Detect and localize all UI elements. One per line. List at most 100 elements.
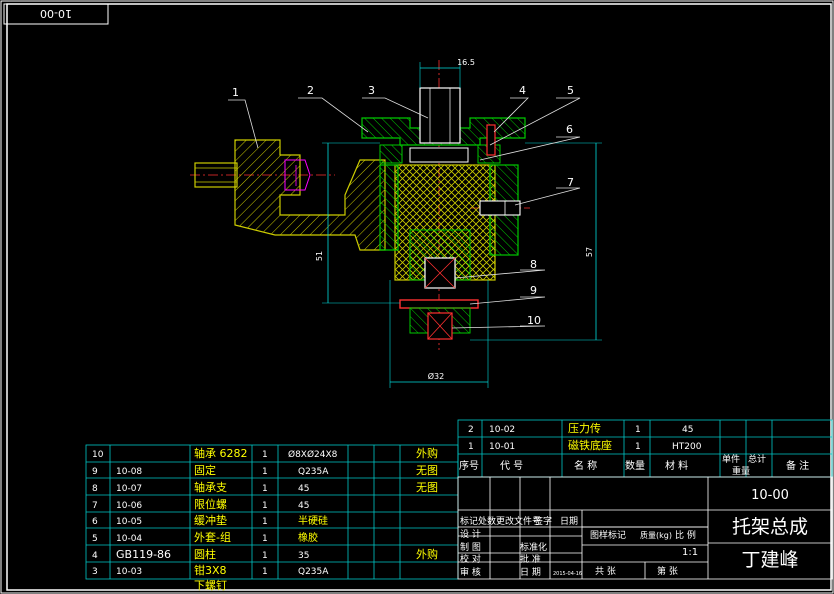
balloon-2: 2 xyxy=(307,84,314,97)
tb-approve: 批 准 xyxy=(520,553,541,565)
pt-row0-no: 2 xyxy=(468,425,474,435)
dim-left-height: 51 xyxy=(315,251,324,261)
pl-4-code: 10-05 xyxy=(116,517,142,527)
pl-0-name: 轴承 6282 xyxy=(194,446,248,460)
pl-2-code: 10-07 xyxy=(116,484,142,494)
tb-std: 标准化 xyxy=(520,541,547,553)
pl-3-qty: 1 xyxy=(262,501,268,511)
pl-3-name: 限位螺 xyxy=(194,497,227,511)
pl-2-name: 轴承支 xyxy=(194,480,227,494)
tb-designer: 丁建峰 xyxy=(741,549,798,571)
pl-2-mat: 45 xyxy=(298,484,309,494)
pl-4-no: 6 xyxy=(92,517,98,527)
tb-date-col: 日期 xyxy=(560,516,578,527)
number-tab: 10-00 xyxy=(40,7,72,20)
hdr-qty: 数量 xyxy=(625,459,645,472)
pl-7-no: 3 xyxy=(92,567,98,577)
pl-3-no: 7 xyxy=(92,501,98,511)
dim-top-width: 16.5 xyxy=(457,58,475,67)
tb-small-date: 2015-04-16 xyxy=(553,571,582,577)
title-block-grid xyxy=(457,476,833,580)
pl-4-mat: 半硬硅 xyxy=(298,514,328,527)
pl-2-qty: 1 xyxy=(262,484,268,494)
tb-draw: 制 图 xyxy=(460,541,481,553)
tb-design: 设 计 xyxy=(460,528,481,540)
pl-6-no: 4 xyxy=(92,551,98,561)
pl-0-note: 外购 xyxy=(416,446,438,460)
dimension-lines xyxy=(322,62,602,388)
pt-row0-mat: 45 xyxy=(682,425,693,435)
hdr-total: 总计 xyxy=(748,453,766,465)
balloon-9: 9 xyxy=(530,284,537,297)
pl-5-no: 5 xyxy=(92,534,98,544)
pt-row0-qty: 1 xyxy=(635,425,641,435)
pl-3-code: 10-06 xyxy=(116,501,142,511)
pl-0-no: 10 xyxy=(92,450,104,460)
pl-4-qty: 1 xyxy=(262,517,268,527)
parts-list-left xyxy=(85,444,459,580)
pl-7-qty: 1 xyxy=(262,567,268,577)
pt-row1-qty: 1 xyxy=(635,442,641,452)
pl-5-qty: 1 xyxy=(262,534,268,544)
balloon-4: 4 xyxy=(519,84,526,97)
pt-row1-mat: HT200 xyxy=(672,442,702,452)
pt-row0-code: 10-02 xyxy=(489,425,515,435)
pl-1-no: 9 xyxy=(92,467,98,477)
pl-1-qty: 1 xyxy=(262,467,268,477)
balloon-8: 8 xyxy=(530,258,537,271)
hdr-name: 名 称 xyxy=(574,459,597,472)
hdr-weight: 重量 xyxy=(732,465,750,477)
tb-total-sheets: 共 张 xyxy=(595,566,616,577)
overflow-label: 下螺钉 xyxy=(194,579,227,592)
balloon-5: 5 xyxy=(567,84,574,97)
pt-row1-code: 10-01 xyxy=(489,442,515,452)
number-tab-box xyxy=(3,3,109,25)
dim-bottom-dia: Ø32 xyxy=(428,371,444,381)
pl-5-mat: 橡胶 xyxy=(298,531,318,544)
pl-2-note: 无图 xyxy=(416,481,438,494)
balloon-7: 7 xyxy=(567,176,574,189)
tb-review: 审 核 xyxy=(460,566,481,578)
tb-title: 托架总成 xyxy=(732,516,808,538)
pl-5-code: 10-04 xyxy=(116,534,142,544)
pl-7-name: 钳3X8 xyxy=(194,564,227,577)
drawing-frame xyxy=(6,3,832,591)
pl-1-name: 固定 xyxy=(194,463,216,477)
hdr-no: 序号 xyxy=(459,459,479,472)
pl-6-qty: 1 xyxy=(262,551,268,561)
tb-sheet-no: 第 张 xyxy=(657,565,678,577)
tb-weight: 质量(kg) xyxy=(640,530,672,540)
balloon-leaders xyxy=(228,97,581,329)
hdr-code: 代 号 xyxy=(500,460,523,472)
tb-mark: 标记 xyxy=(460,515,478,527)
parts-header: 序号 代 号 名 称 数量 材 料 单件 总计 重量 备 注 xyxy=(459,453,809,477)
tb-stage: 图样标记 xyxy=(590,529,626,541)
tb-change-doc: 更改文件号 xyxy=(496,515,541,527)
pl-0-qty: 1 xyxy=(262,450,268,460)
pl-6-code: GB119-86 xyxy=(116,548,171,561)
hdr-unit: 单件 xyxy=(722,453,740,465)
tb-ratio: 比 例 xyxy=(675,529,696,541)
balloon-numbers: 1 2 3 4 5 6 7 8 9 10 xyxy=(232,84,574,327)
parts-list-top xyxy=(457,419,833,478)
pl-7-code: 10-03 xyxy=(116,567,142,577)
tb-date: 日 期 xyxy=(520,567,541,578)
pl-6-name: 圆柱 xyxy=(194,547,216,561)
pl-3-mat: 45 xyxy=(298,501,309,511)
balloon-3: 3 xyxy=(368,84,375,97)
hdr-note: 备 注 xyxy=(786,459,809,472)
pl-2-no: 8 xyxy=(92,484,98,494)
pt-row0-name: 压力传 xyxy=(568,422,601,435)
pl-1-code: 10-08 xyxy=(116,467,142,477)
tb-count: 处数 xyxy=(478,515,496,527)
pt-row1-no: 1 xyxy=(468,442,474,452)
pl-6-note: 外购 xyxy=(416,547,438,561)
pl-6-mat: 35 xyxy=(298,551,309,561)
pl-1-note: 无图 xyxy=(416,464,438,477)
pl-4-name: 缓冲垫 xyxy=(194,513,227,527)
title-block-text: 标记 处数 更改文件号 签字 日期 设 计 制 图 校 对 审 核 标准化 批 … xyxy=(460,488,808,578)
pl-0-mat: Ø8XØ24X8 xyxy=(288,449,338,460)
parts-top-rows: 2 10-02 压力传 1 45 1 10-01 磁铁底座 1 HT200 xyxy=(468,422,702,452)
